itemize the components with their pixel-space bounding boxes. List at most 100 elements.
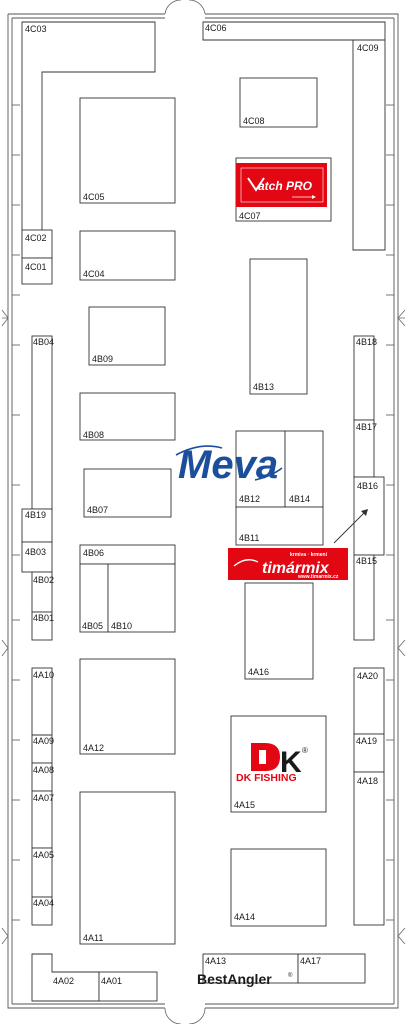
booth-4B07[interactable]: 4B07 [83,468,172,518]
matchpro-logo: atch PRO [236,163,327,207]
booth-4B06[interactable]: 4B06 [79,544,176,565]
svg-text:4C04: 4C04 [83,269,105,279]
booth-4A16[interactable]: 4A16 [244,582,314,680]
booth-4B12[interactable]: 4B12 [235,430,286,508]
svg-text:4B01: 4B01 [33,613,54,623]
booth-4A09[interactable]: 4A09 [32,734,54,746]
booth-4A14[interactable]: 4A14 [230,848,327,927]
booth-4A01[interactable]: 4A01 [98,971,158,1002]
booth-4B09[interactable]: 4B09 [88,306,166,366]
booth-4A12[interactable]: 4A12 [79,658,176,755]
booth-4B04[interactable]: 4B04 [31,335,54,510]
booth-4C02[interactable]: 4C02 [21,229,53,259]
svg-text:4B19: 4B19 [25,510,46,520]
svg-text:4A05: 4A05 [33,850,54,860]
booth-4C05[interactable]: 4C05 [79,97,176,204]
svg-text:4C06: 4C06 [205,23,227,33]
svg-text:krmiva · krmení: krmiva · krmení [290,552,328,558]
svg-text:4A16: 4A16 [248,667,269,677]
booth-4B17[interactable]: 4B17 [353,419,377,478]
timarmix-logo: krmiva · krmení timármix www.timarmix.cz [228,548,348,580]
timarmix-arrow [333,509,368,544]
svg-text:4A04: 4A04 [33,898,54,908]
svg-text:4A12: 4A12 [83,743,104,753]
booth-4C04[interactable]: 4C04 [79,230,176,281]
booth-4B08[interactable]: 4B08 [79,392,176,441]
svg-text:4B05: 4B05 [82,621,103,631]
wall-ticks [12,104,394,921]
svg-text:BestAngler: BestAngler [197,971,272,987]
svg-text:4A09: 4A09 [33,736,54,746]
booth-4B13[interactable]: 4B13 [249,258,308,395]
svg-text:Meva: Meva [178,443,278,487]
svg-text:4C05: 4C05 [83,192,105,202]
booth-4B15[interactable]: 4B15 [353,554,377,641]
booth-4B16[interactable]: 4B16 [353,476,385,556]
booth-4C09[interactable]: 4C09 [353,39,385,53]
booth-4A02[interactable]: 4A02 [31,953,100,1002]
svg-text:4A18: 4A18 [357,776,378,786]
svg-text:4A02: 4A02 [53,976,74,986]
svg-text:4A20: 4A20 [357,671,378,681]
booth-4B05[interactable]: 4B05 [79,563,109,633]
booth-4B14[interactable]: 4B14 [284,430,324,508]
svg-text:4B11: 4B11 [239,533,259,543]
svg-text:4B15: 4B15 [356,556,377,566]
svg-text:4A17: 4A17 [300,956,321,966]
booth-4A04[interactable]: 4A04 [31,896,54,926]
booth-4C06[interactable]: 4C06 [202,21,386,251]
booth-4A10[interactable]: 4A10 [31,667,54,764]
svg-text:4B02: 4B02 [33,575,54,585]
booth-4A08[interactable]: 4A08 [31,762,54,792]
svg-text:4A15: 4A15 [234,800,255,810]
booth-4A20[interactable]: 4A20 [353,667,385,735]
svg-text:4A13: 4A13 [205,956,226,966]
booth-4B02[interactable]: 4B02 [31,571,54,613]
svg-text:4B18: 4B18 [356,337,377,347]
svg-text:4C07: 4C07 [239,211,261,221]
svg-text:timármix: timármix [262,560,330,577]
svg-text:4B13: 4B13 [253,382,274,392]
svg-text:®: ® [302,746,308,755]
svg-text:DK FISHING: DK FISHING [236,772,297,784]
svg-text:4A07: 4A07 [33,793,54,803]
booth-4C01[interactable]: 4C01 [21,257,53,285]
booth-4B10[interactable]: 4B10 [107,563,176,633]
svg-text:4B16: 4B16 [357,481,378,491]
svg-text:4B14: 4B14 [289,494,310,504]
booth-4A05[interactable]: 4A05 [31,847,54,898]
booth-4C08[interactable]: 4C08 [239,77,318,128]
booth-4A19[interactable]: 4A19 [353,733,385,773]
svg-text:4B12: 4B12 [239,494,260,504]
svg-text:4C01: 4C01 [25,262,47,272]
svg-text:4C02: 4C02 [25,233,47,243]
booth-4A07[interactable]: 4A07 [31,790,54,849]
svg-text:4A01: 4A01 [101,976,122,986]
svg-text:4B07: 4B07 [87,505,108,515]
svg-text:4A08: 4A08 [33,765,54,775]
svg-text:4B03: 4B03 [25,547,46,557]
svg-text:4A11: 4A11 [83,933,103,943]
booth-4B03[interactable]: 4B03 [21,541,53,573]
booth-4A11[interactable]: 4A11 [79,791,176,945]
booth-4B01[interactable]: 4B01 [31,611,54,641]
svg-text:4A19: 4A19 [356,736,377,746]
svg-text:4B04: 4B04 [33,337,54,347]
hall-walls [7,13,399,1009]
meva-logo: Meva [175,443,283,487]
svg-text:www.timarmix.cz: www.timarmix.cz [297,574,339,580]
svg-text:®: ® [288,972,293,979]
booth-4A17[interactable]: 4A17 [297,953,366,984]
svg-text:4C09: 4C09 [357,43,379,53]
svg-text:4B10: 4B10 [111,621,132,631]
svg-text:4A14: 4A14 [234,912,255,922]
svg-text:4B06: 4B06 [83,548,104,558]
booth-4B18[interactable]: 4B18 [353,335,377,421]
booth-4A18[interactable]: 4A18 [353,771,385,926]
booth-4B19[interactable]: 4B19 [21,508,53,543]
svg-text:4C08: 4C08 [243,116,265,126]
booth-4B11[interactable]: 4B11 [235,506,324,546]
